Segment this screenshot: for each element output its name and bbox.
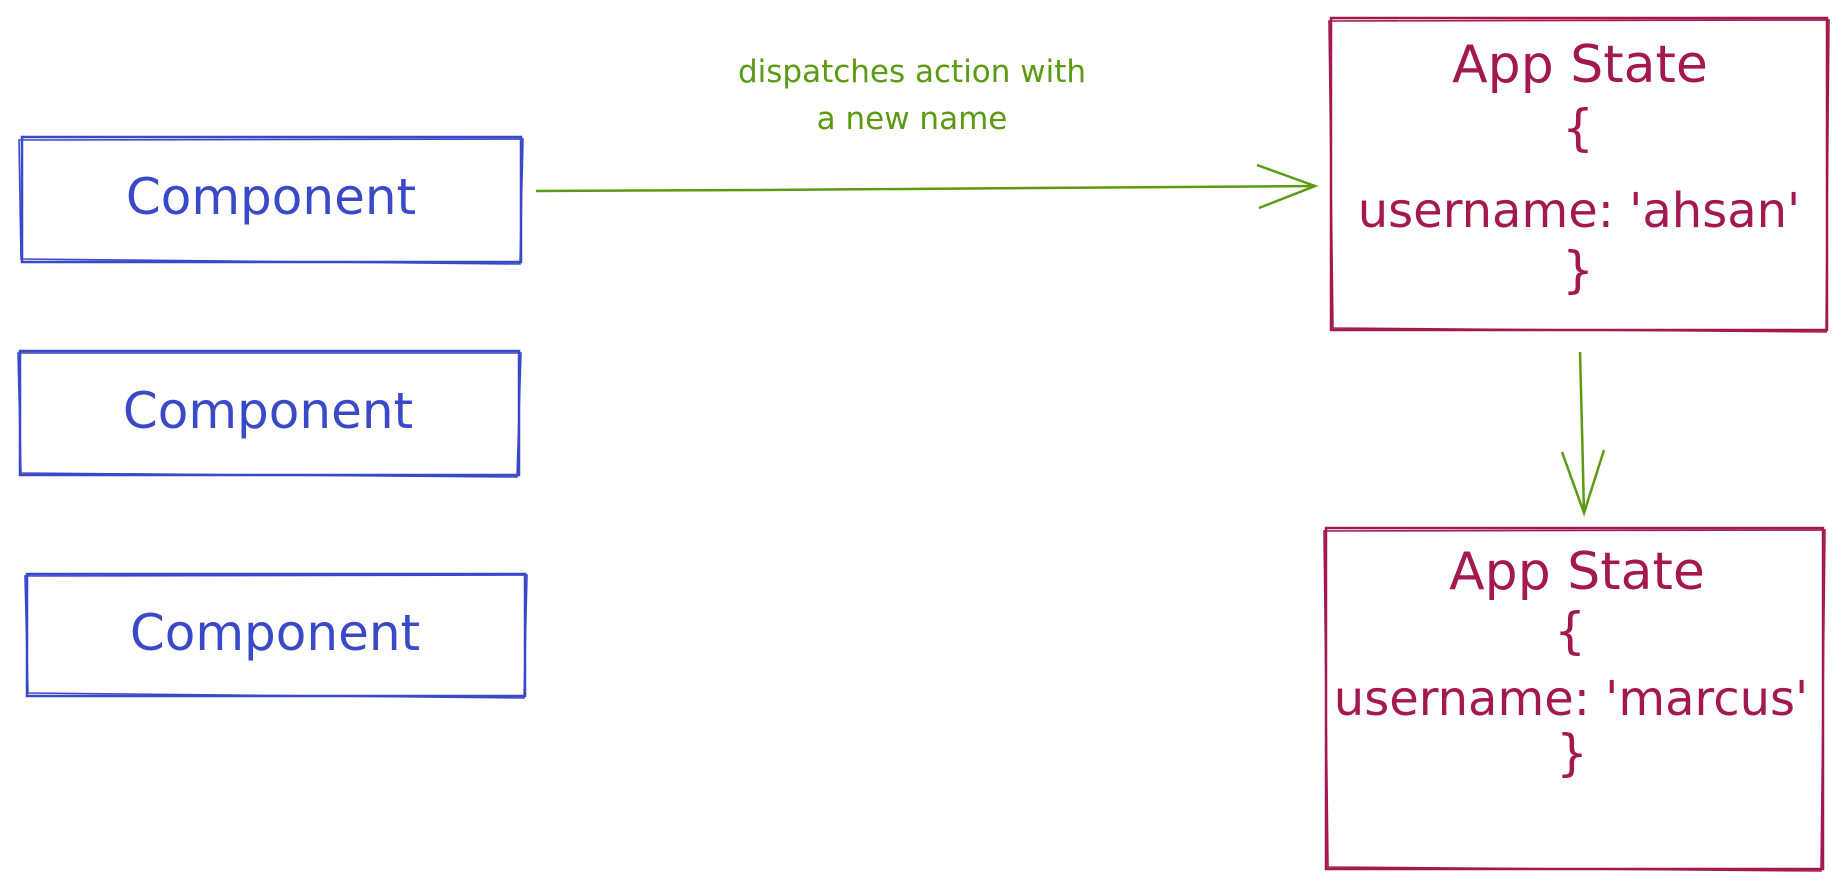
- app-state-box-before: App State { username: 'ahsan' }: [1328, 16, 1830, 333]
- username-value-before: username: 'ahsan': [1358, 183, 1800, 239]
- component-label-1: Component: [126, 168, 416, 226]
- component-box-2: Component: [17, 349, 522, 478]
- open-brace-before: {: [1562, 99, 1594, 157]
- app-state-title-after: App State: [1449, 542, 1705, 602]
- username-value-after: username: 'marcus': [1334, 671, 1808, 727]
- close-brace-after: }: [1556, 724, 1588, 782]
- dispatch-arrow: [535, 163, 1319, 210]
- app-state-box-after: App State { username: 'marcus' }: [1323, 526, 1826, 872]
- component-label-2: Component: [123, 382, 413, 440]
- close-brace-before: }: [1562, 241, 1594, 299]
- component-label-3: Component: [130, 604, 420, 662]
- component-box-3: Component: [24, 572, 528, 699]
- component-box-1: Component: [18, 135, 524, 265]
- update-arrow: [1560, 351, 1606, 517]
- dispatch-label-line1: dispatches action with: [738, 54, 1086, 90]
- app-state-title-before: App State: [1452, 35, 1708, 95]
- open-brace-after: {: [1554, 602, 1586, 660]
- dispatch-label-line2: a new name: [817, 101, 1008, 137]
